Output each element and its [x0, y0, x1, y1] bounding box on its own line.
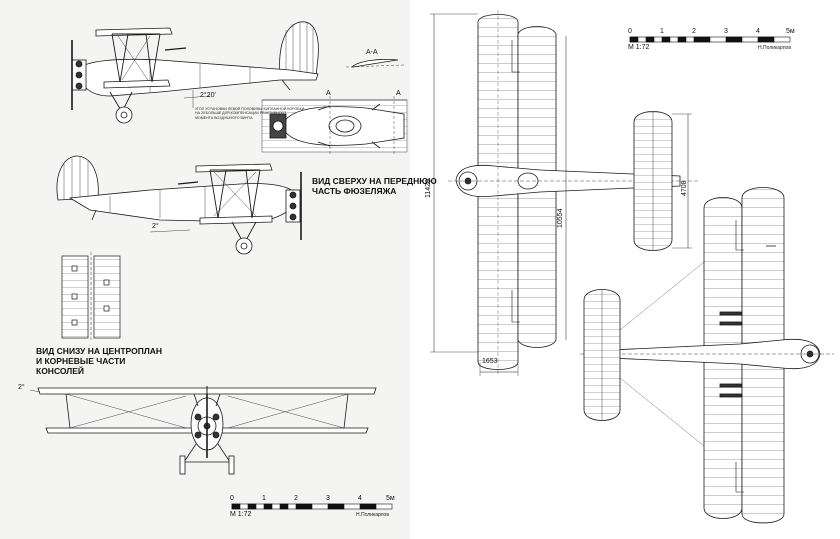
twist-note: УГОЛ УСТАНОВКИ ЛЕВОЙ ПОЛОВИНЫ БИПЛАННОЙ … — [195, 107, 304, 120]
scale-bottom-tick-5: 5м — [386, 495, 395, 502]
scale-bottom-author: Н.Поликарпов — [356, 512, 389, 518]
bottom-view-caption-line-3: КОНСОЛЕЙ — [36, 366, 85, 376]
top-fuselage-view — [261, 96, 408, 156]
scale-top-tick-0: 0 — [628, 28, 632, 35]
bottom-view-caption-line-1: ВИД СНИЗУ НА ЦЕНТРОПЛАН — [36, 346, 163, 356]
scale-top-tick-1: 1 — [660, 28, 664, 35]
scale-bottom-tick-3: 3 — [326, 495, 330, 502]
scale-top-tick-3: 3 — [724, 28, 728, 35]
plan-view-underside — [580, 187, 834, 524]
twist-note-line-1: УГОЛ УСТАНОВКИ ЛЕВОЙ ПОЛОВИНЫ БИПЛАННОЙ … — [195, 107, 305, 111]
front-view-angle-label: 2° — [18, 384, 25, 391]
top-fuselage-caption-line-1: ВИД СВЕРХУ НА ПЕРЕДНЮЮ — [312, 176, 437, 186]
side-view-bottom — [56, 155, 302, 255]
scale-bottom-label: М 1:72 — [230, 511, 252, 518]
cut-label-right: A — [396, 90, 401, 97]
twist-note-line-2: НА 20'БОЛЬШЕ ДЛЯ КОМПЕНСАЦИИ РЕАКТИВНОГО — [195, 111, 287, 116]
front-view — [29, 386, 377, 475]
scale-top-label: М 1:72 — [628, 44, 650, 51]
top-fuselage-caption-line-2: ЧАСТЬ ФЮЗЕЛЯЖА — [312, 186, 397, 196]
scale-bottom-tick-4: 4 — [358, 495, 362, 502]
section-a-a-label: A-A — [366, 49, 378, 56]
scale-top-tick-4: 4 — [756, 28, 760, 35]
bottom-view-caption-line-2: И КОРНЕВЫЕ ЧАСТИ — [36, 356, 126, 366]
scale-bar-bottom-graphic — [231, 503, 393, 510]
side-view-bottom-angle-label: 2° — [152, 223, 159, 230]
dim-tail-span-label: 4708 — [681, 180, 688, 196]
bottom-view-wing-roots — [61, 252, 121, 342]
scale-bar-top-graphic — [629, 36, 791, 43]
bottom-view-caption: ВИД СНИЗУ НА ЦЕНТРОПЛАН И КОРНЕВЫЕ ЧАСТИ… — [36, 346, 162, 376]
top-fuselage-caption: ВИД СВЕРХУ НА ПЕРЕДНЮЮ ЧАСТЬ ФЮЗЕЛЯЖА — [312, 176, 437, 196]
side-view-top-angle-label: 2°20' — [200, 92, 216, 99]
cut-label-left: A — [326, 90, 331, 97]
scale-top-author: Н.Поликарпов — [758, 45, 791, 51]
scale-top-tick-2: 2 — [692, 28, 696, 35]
dim-span-label: 11420 — [425, 179, 432, 198]
twist-note-line-3: МОМЕНТА ВОЗДУШНОГО ВИНТА — [195, 115, 253, 120]
dim-chord-label: 1653 — [482, 358, 498, 365]
side-view-top — [71, 21, 405, 124]
dim-length-label: 10554 — [557, 208, 564, 228]
scale-bottom-tick-2: 2 — [294, 495, 298, 502]
scale-bottom-tick-1: 1 — [262, 495, 266, 502]
scale-bottom-tick-0: 0 — [230, 495, 234, 502]
plan-view-center — [430, 10, 700, 376]
scale-top-tick-5: 5м — [786, 28, 795, 35]
